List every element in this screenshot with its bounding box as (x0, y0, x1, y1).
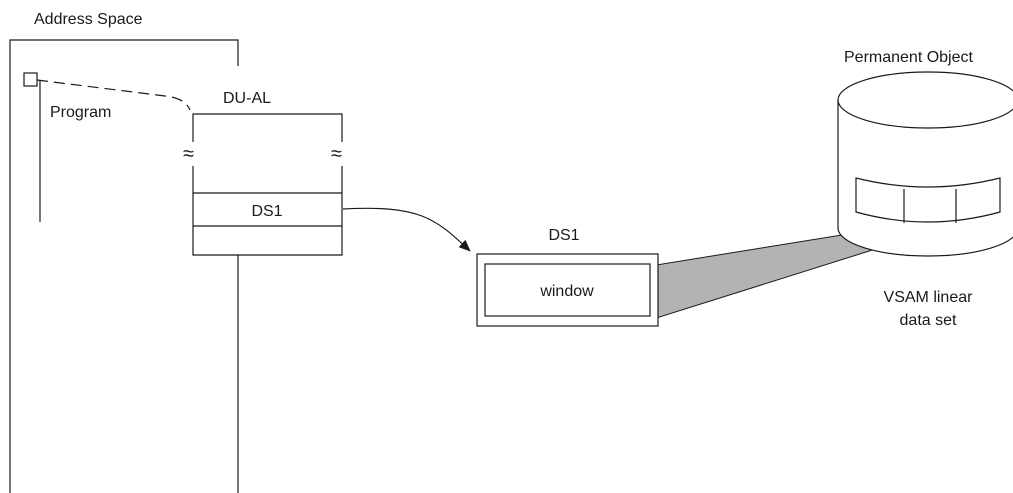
vsam-cylinder-top (837, 71, 1013, 129)
window-label: window (539, 283, 594, 300)
du-al-top (192, 113, 343, 142)
du-al-break-mark-right: ≈ (331, 143, 342, 165)
permanent-object-label: Permanent Object (844, 49, 974, 66)
program-to-du-al-link (36, 79, 191, 111)
vsam-label-line-1: VSAM linear (884, 289, 974, 306)
vsam-label-line-2: data set (900, 312, 957, 329)
window-box (484, 263, 651, 317)
du-al-to-dataspace-arrow (342, 207, 471, 252)
program-marker (23, 72, 38, 87)
du-al-bottom (192, 166, 343, 256)
address-space-boundary (9, 39, 239, 493)
address-space-label: Address Space (34, 11, 143, 28)
program-label: Program (50, 104, 111, 121)
du-al-label: DU-AL (223, 90, 271, 107)
du-al-entry-label: DS1 (251, 203, 282, 220)
dataspace-title: DS1 (548, 227, 579, 244)
vsam-record-band (855, 177, 1001, 223)
du-al-break-mark-left: ≈ (183, 143, 194, 165)
